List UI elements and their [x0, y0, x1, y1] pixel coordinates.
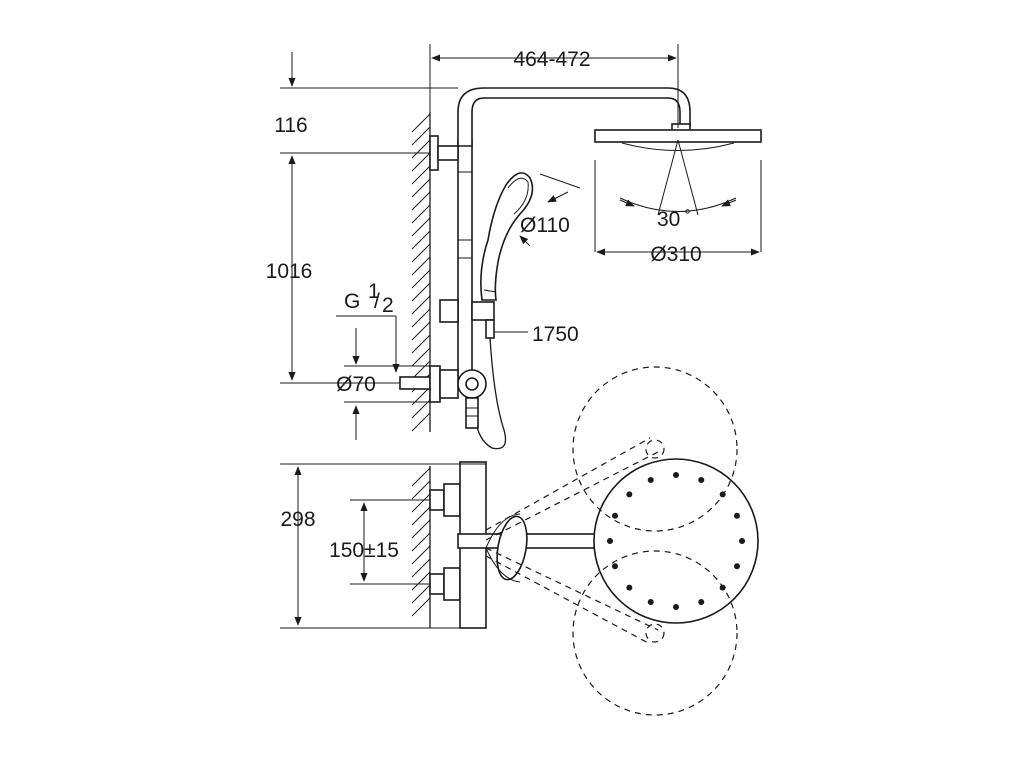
wall-hatch-line — [411, 347, 431, 367]
label-thread-slash: / — [374, 290, 380, 313]
wall-hatch-line — [411, 399, 431, 419]
label-wall-to-arm: 116 — [274, 114, 307, 137]
wall-hatch-line — [411, 269, 431, 289]
nozzle-dot — [673, 472, 679, 478]
nozzle-dot — [733, 563, 740, 570]
wall-hatch-line — [411, 584, 431, 604]
label-head-tilt-unit: ° — [684, 207, 690, 224]
wall-hatch-line — [411, 467, 431, 487]
nozzle-dot — [626, 491, 633, 498]
wall-hatch-line — [411, 308, 431, 328]
wall-hatch-line — [411, 230, 431, 250]
wall-hatch-line — [411, 360, 431, 380]
wall-hatch-line — [411, 295, 431, 315]
top-view — [411, 366, 759, 716]
label-head-diameter: Ø310 — [650, 243, 701, 266]
shower-arm — [457, 87, 691, 147]
dimension-lines — [280, 44, 760, 629]
wall-hatch-line — [411, 545, 431, 565]
wall-hatch-line — [411, 412, 431, 432]
dimension-labels: 464-472 116 1016 G 1 / 2 Ø70 Ø110 1750 3… — [266, 48, 702, 562]
wall-hatch-line — [411, 139, 431, 159]
wall-hatch-line — [411, 191, 431, 211]
wall-hatch-line — [411, 217, 431, 237]
wall-bracket — [429, 135, 459, 171]
thermostat-side — [399, 365, 487, 429]
nozzle-dot — [739, 538, 745, 544]
wall-hatch-line — [411, 532, 431, 552]
label-projection-depth: 298 — [280, 508, 315, 531]
label-thread-main: G — [344, 290, 360, 313]
wall-hatch-line — [411, 204, 431, 224]
label-flange-diameter: Ø70 — [336, 373, 376, 396]
label-rail-height: 1016 — [266, 260, 313, 283]
nozzle-dot — [626, 584, 633, 591]
head-shower-top — [593, 458, 759, 624]
wall-hatch-line — [411, 519, 431, 539]
slide-bar-holder — [439, 299, 507, 450]
wall-hatch-line — [411, 152, 431, 172]
label-inlet-spacing: 150±15 — [329, 539, 399, 562]
wall-hatch-line — [411, 126, 431, 146]
nozzle-dot — [647, 598, 654, 605]
nozzle-dot — [612, 563, 619, 570]
wall-hatch-line — [411, 256, 431, 276]
wall-hatch-line — [411, 571, 431, 591]
nozzle-dot — [698, 598, 705, 605]
wall-hatch-line — [411, 493, 431, 513]
wall-hatch-line — [411, 480, 431, 500]
label-thread-den: 2 — [382, 294, 394, 317]
swivel-range-phantom — [485, 366, 738, 716]
wall-hatch-line — [411, 506, 431, 526]
nozzle-dot — [698, 477, 705, 484]
wall-hatch-line — [411, 282, 431, 302]
label-arm-reach: 464-472 — [513, 48, 590, 71]
label-head-tilt: 30° — [657, 207, 691, 231]
wall-hatch-line — [411, 113, 431, 133]
riser-rail — [457, 139, 473, 379]
nozzle-dot — [647, 477, 654, 484]
wall-hatch-line — [411, 178, 431, 198]
wall-hatch-line — [411, 243, 431, 263]
hand-shower — [480, 172, 534, 301]
head-shower — [594, 129, 762, 252]
label-thread: G 1 / 2 — [344, 280, 394, 317]
wall-hatch-line — [411, 321, 431, 341]
nozzle-dot — [733, 512, 740, 519]
nozzle-dot — [607, 538, 613, 544]
nozzle-dot — [612, 512, 619, 519]
wall-hatch-line — [411, 334, 431, 354]
wall-hatch-line — [411, 597, 431, 617]
wall-hatch-line — [411, 558, 431, 578]
wall-hatch-line — [411, 165, 431, 185]
wall-section-top — [411, 466, 431, 628]
label-thread-num: 1 — [368, 280, 380, 303]
side-view — [399, 87, 762, 450]
label-handshower-diameter: Ø110 — [520, 214, 570, 237]
label-head-tilt-value: 30 — [657, 208, 680, 231]
nozzle-dot — [673, 604, 679, 610]
label-hose-length: 1750 — [532, 323, 579, 346]
